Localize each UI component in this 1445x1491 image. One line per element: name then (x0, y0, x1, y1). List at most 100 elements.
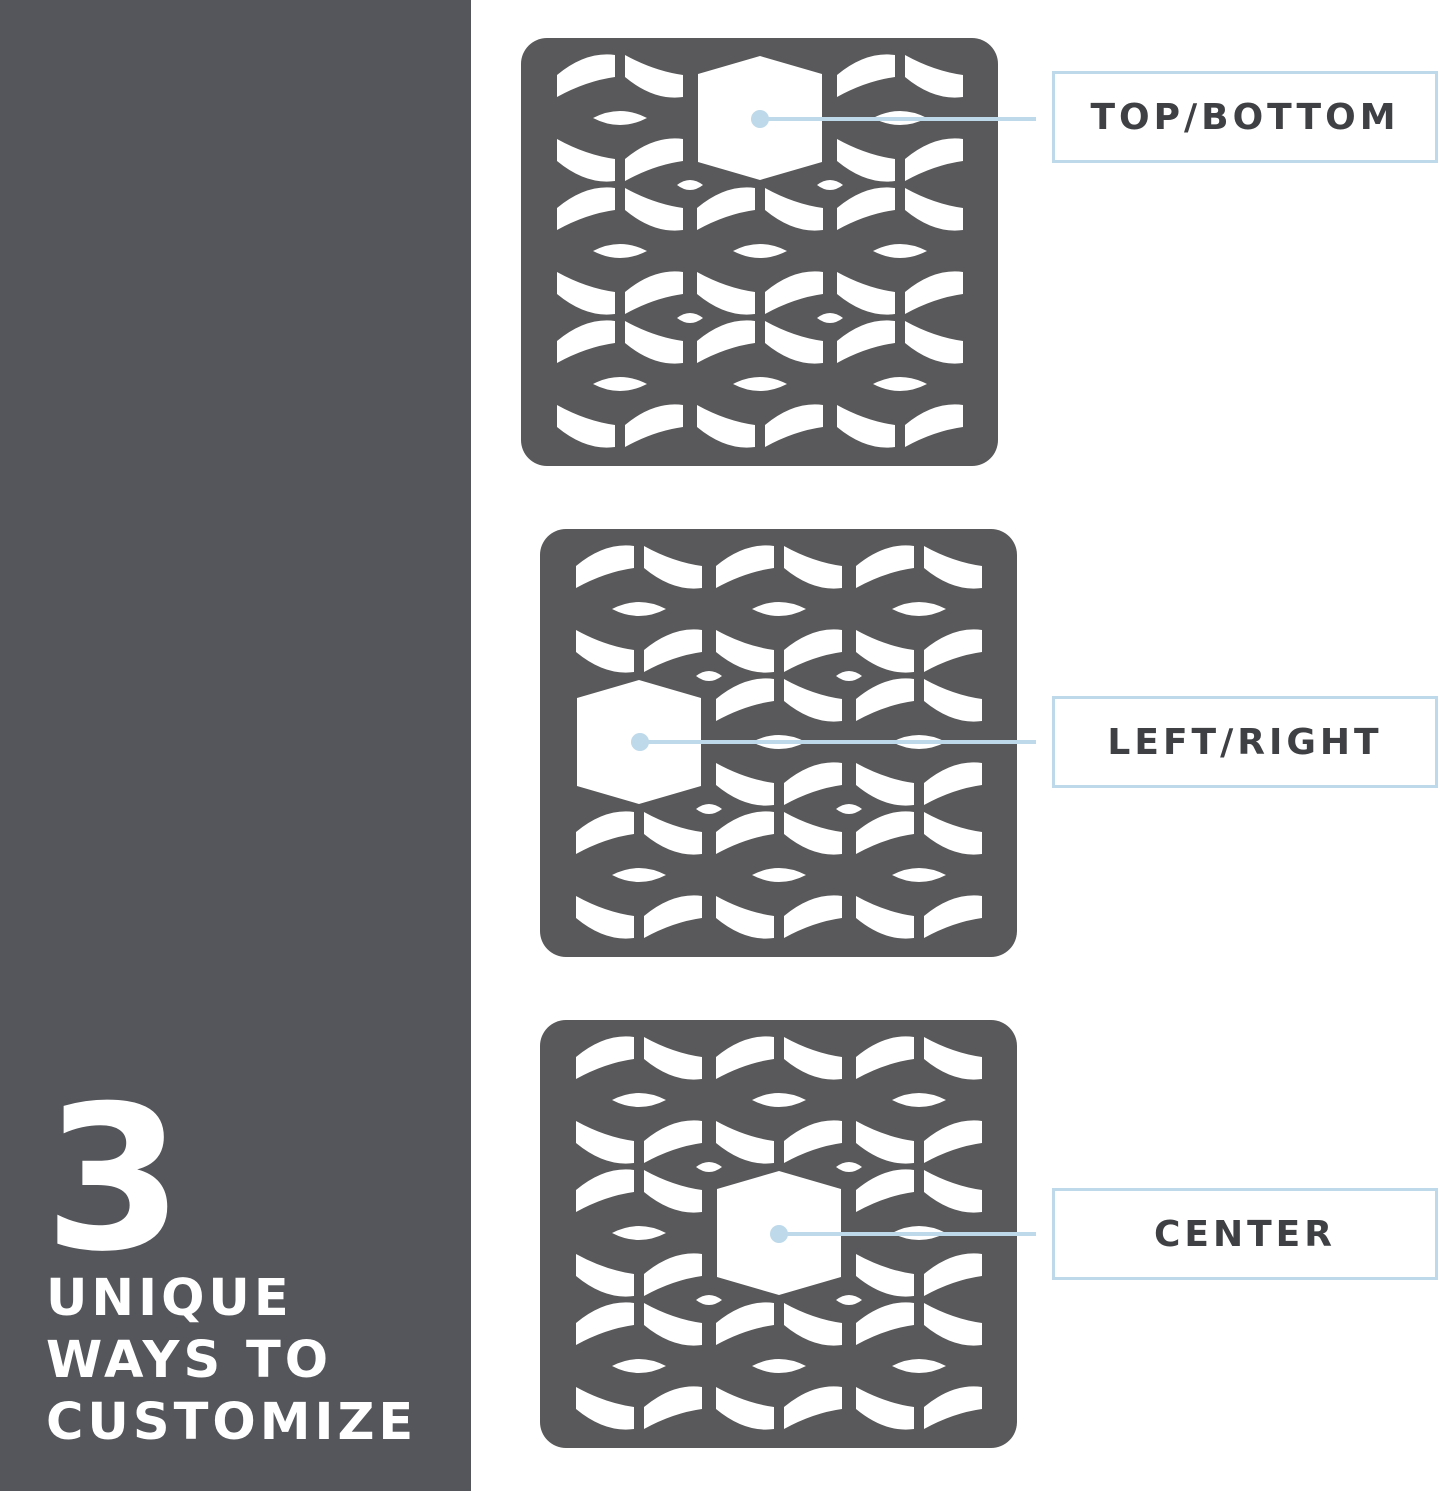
headline-tagline: UNIQUE WAYS TO CUSTOMIZE (46, 1268, 417, 1454)
cutout-diamond (612, 1226, 666, 1240)
cutout-diamond (836, 1295, 862, 1305)
label-center: CENTER (1052, 1188, 1438, 1280)
cutout-diamond (677, 313, 703, 323)
cutout-slot (625, 271, 683, 314)
tagline-line-2: WAYS TO (46, 1331, 333, 1390)
cutout-slot (837, 54, 895, 97)
cutout-diamond (817, 180, 843, 190)
cutout-slot (924, 895, 982, 938)
tagline-line-3: CUSTOMIZE (46, 1393, 418, 1452)
mat-pattern-icon (540, 1020, 1017, 1448)
cutout-slot (924, 1303, 982, 1346)
cutout-diamond (593, 111, 647, 125)
cutout-slot (644, 1170, 702, 1213)
cutout-slot (644, 812, 702, 855)
cutout-slot (557, 54, 615, 97)
cutout-diamond (696, 804, 722, 814)
cutout-slot (644, 546, 702, 589)
cutout-slot (644, 1303, 702, 1346)
cutout-slot (856, 811, 914, 854)
label-top-bottom: TOP/BOTTOM (1052, 71, 1438, 163)
cutout-slot (625, 404, 683, 447)
cutout-slot (557, 320, 615, 363)
cutout-diamond (612, 602, 666, 616)
cutout-slot (856, 896, 914, 939)
cutout-diamond (593, 244, 647, 258)
cutout-diamond (696, 1162, 722, 1172)
cutout-slot (716, 811, 774, 854)
cutout-slot (625, 138, 683, 181)
cutout-slot (924, 679, 982, 722)
cutout-slot (837, 272, 895, 315)
mat-pattern-icon (540, 529, 1017, 957)
cutout-slot (856, 1169, 914, 1212)
cutout-slot (856, 1254, 914, 1297)
cutout-slot (784, 1120, 842, 1163)
cutout-diamond (593, 377, 647, 391)
headline-number: 3 (44, 1063, 183, 1296)
cutout-slot (644, 1037, 702, 1080)
removable-hexagon (717, 1171, 841, 1295)
cutout-diamond (752, 868, 806, 882)
cutout-diamond (836, 671, 862, 681)
cutout-slot (905, 138, 963, 181)
cutout-slot (576, 811, 634, 854)
cutout-diamond (752, 602, 806, 616)
cutout-slot (576, 1387, 634, 1430)
cutout-slot (784, 895, 842, 938)
cutout-slot (557, 187, 615, 230)
cutout-slot (716, 896, 774, 939)
cutout-diamond (892, 868, 946, 882)
cutout-slot (625, 321, 683, 364)
cutout-slot (716, 763, 774, 806)
cutout-slot (856, 630, 914, 673)
cutout-slot (716, 630, 774, 673)
cutout-slot (716, 545, 774, 588)
cutout-slot (644, 629, 702, 672)
cutout-diamond (677, 180, 703, 190)
sink-mat-left-right (540, 529, 1017, 957)
cutout-slot (856, 545, 914, 588)
sink-mat-top-bottom (521, 38, 998, 466)
cutout-slot (856, 1036, 914, 1079)
cutout-diamond (873, 244, 927, 258)
cutout-slot (697, 405, 755, 448)
cutout-slot (644, 1120, 702, 1163)
cutout-diamond (733, 377, 787, 391)
cutout-slot (856, 763, 914, 806)
cutout-slot (924, 1170, 982, 1213)
cutout-slot (625, 188, 683, 231)
cutout-diamond (892, 602, 946, 616)
cutout-slot (644, 895, 702, 938)
cutout-slot (576, 545, 634, 588)
cutout-slot (784, 629, 842, 672)
cutout-diamond (733, 244, 787, 258)
cutout-slot (716, 678, 774, 721)
cutout-slot (765, 404, 823, 447)
cutout-slot (576, 1121, 634, 1164)
cutout-slot (905, 404, 963, 447)
cutout-slot (924, 629, 982, 672)
cutout-diamond (612, 1093, 666, 1107)
cutout-slot (784, 762, 842, 805)
cutout-slot (576, 1036, 634, 1079)
cutout-slot (576, 1302, 634, 1345)
sink-mat-center (540, 1020, 1017, 1448)
cutout-slot (837, 187, 895, 230)
cutout-slot (576, 896, 634, 939)
cutout-slot (784, 1303, 842, 1346)
cutout-slot (837, 405, 895, 448)
cutout-slot (576, 1169, 634, 1212)
cutout-slot (644, 1386, 702, 1429)
cutout-slot (905, 188, 963, 231)
cutout-slot (837, 139, 895, 182)
cutout-slot (784, 812, 842, 855)
cutout-slot (924, 1386, 982, 1429)
cutout-slot (557, 272, 615, 315)
left-panel: 3 UNIQUE WAYS TO CUSTOMIZE (0, 0, 471, 1491)
cutout-slot (924, 546, 982, 589)
cutout-slot (697, 320, 755, 363)
cutout-diamond (817, 313, 843, 323)
cutout-diamond (892, 1093, 946, 1107)
cutout-slot (716, 1036, 774, 1079)
